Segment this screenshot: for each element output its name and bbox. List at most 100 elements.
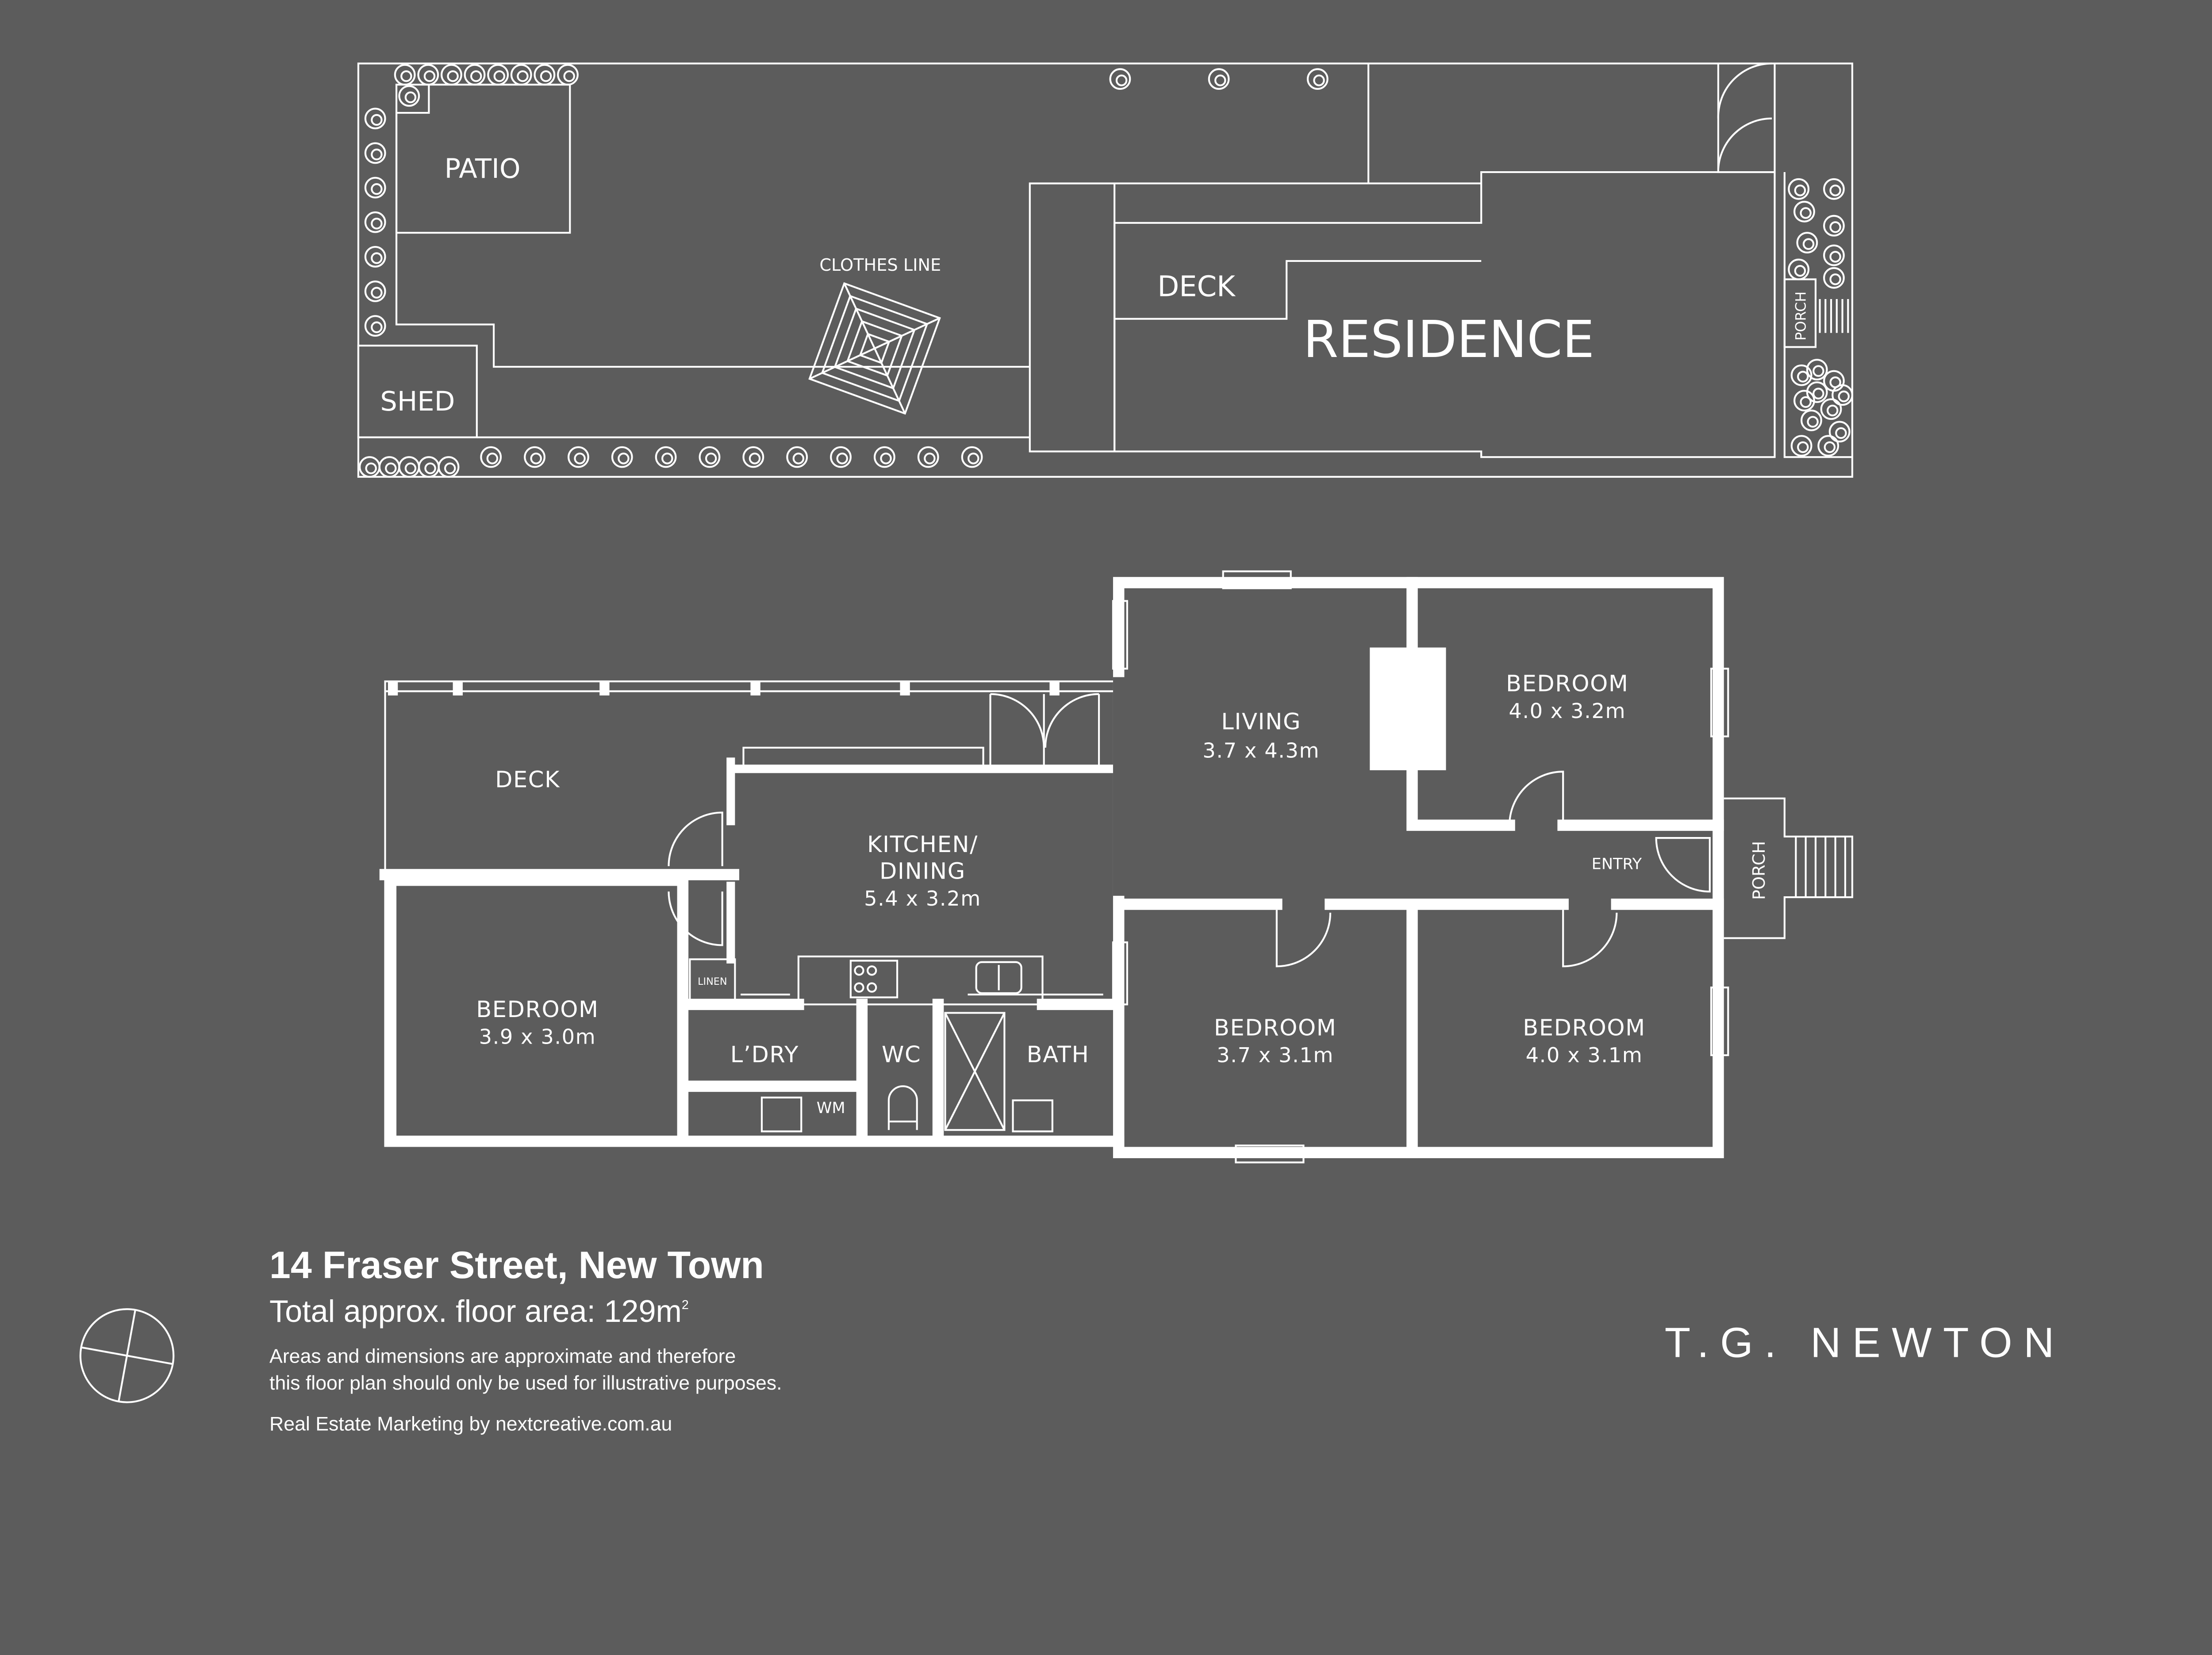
site-clothes-line-label: CLOTHES LINE (819, 255, 941, 275)
deck-post (599, 681, 610, 696)
double-door-icon (989, 693, 1100, 769)
clothes-line-ring (859, 333, 891, 364)
floor-plan-sheet: PATIO CLOTHES LINE DECK RESIDENCE SHED P… (79, 62, 2066, 1435)
tree-icon (1823, 267, 1845, 289)
brand-logo: T.G. NEWTON (1665, 1319, 2066, 1367)
stairs-icon (1795, 836, 1846, 898)
deck-post (1049, 681, 1060, 696)
tree-icon (830, 446, 852, 468)
deck-posts (388, 681, 1060, 696)
kitchen-label-1: KITCHEN/ (867, 832, 978, 858)
tree-icon (510, 64, 532, 86)
tree-icon (611, 446, 633, 468)
tree-icon (1823, 244, 1845, 266)
site-deck-label: DECK (1157, 271, 1236, 303)
deck-label: DECK (495, 767, 560, 793)
tree-icon (364, 280, 386, 302)
tree-icon (464, 64, 486, 86)
tree-icon (699, 446, 721, 468)
gate (1717, 63, 1776, 173)
porch-label: PORCH (1749, 841, 1769, 900)
bedroom-3-dimensions: 4.0 x 3.1m (1526, 1043, 1643, 1067)
tree-icon (873, 446, 895, 468)
kitchen-bench (797, 955, 1044, 1006)
shower-icon (944, 1012, 1006, 1131)
clothes-line-ring (821, 295, 929, 402)
bath-label: BATH (1027, 1042, 1090, 1068)
tree-icon (1788, 178, 1810, 200)
stairs-icon (1819, 299, 1849, 333)
tree-icon (1800, 409, 1822, 431)
tree-icon (364, 177, 386, 199)
tree-icon (359, 456, 380, 478)
window (1112, 600, 1128, 670)
site-shed-label: SHED (380, 386, 455, 417)
tree-icon (480, 446, 502, 468)
front-garden-edge (1783, 172, 1852, 458)
clothes-line-arms (809, 283, 941, 414)
clothes-line-ring (808, 282, 941, 415)
deck-post (388, 681, 398, 696)
tree-icon (961, 446, 983, 468)
tree-icon (786, 446, 808, 468)
tree-icon (398, 456, 420, 478)
compass-icon (79, 1308, 175, 1403)
tree-icon (364, 211, 386, 233)
tree-icon (438, 456, 460, 478)
tree-icon (742, 446, 764, 468)
deck-post (900, 681, 910, 696)
sink-icon (975, 961, 1022, 994)
laundry-label: L’DRY (730, 1042, 799, 1068)
clothes-line-icon (808, 282, 941, 415)
floor-area: Total approx. floor area: 129m2 (269, 1294, 689, 1329)
tree-icon (524, 446, 545, 468)
tree-icon (1306, 68, 1329, 90)
bedroom-3-label: BEDROOM (1523, 1015, 1645, 1041)
window (1112, 941, 1128, 1006)
kitchen-label-2: DINING (879, 859, 966, 885)
tree-icon (917, 446, 939, 468)
window (1235, 1144, 1305, 1163)
site-porch-label: PORCH (1793, 292, 1809, 341)
deck-post (750, 681, 760, 696)
tree-icon (1828, 421, 1851, 443)
shed-area (357, 345, 478, 438)
tree-icon (418, 456, 440, 478)
fence-line (1029, 63, 1482, 184)
gate-swing-icon (1717, 62, 1772, 169)
clothes-line-ring (846, 320, 903, 377)
garden-edge (395, 84, 1030, 368)
living-label: LIVING (1221, 709, 1301, 735)
wc-label: WC (882, 1042, 921, 1068)
kitchen-west-wall (726, 757, 1119, 964)
tree-icon (364, 315, 386, 337)
floor-plan: DECK KITCHEN/ DINING 5.4 x 3.2m LIVING 3… (379, 570, 1853, 1163)
bedroom-left-dimensions: 3.9 x 3.0m (479, 1025, 596, 1049)
tree-icon (568, 446, 589, 468)
toilet-icon (887, 1085, 918, 1130)
living-dimensions: 3.7 x 4.3m (1202, 738, 1320, 762)
floor-area-label: Total approx. floor area: 129m (269, 1294, 682, 1329)
deck-edge (1114, 260, 1482, 320)
tree-icon (1806, 381, 1828, 403)
residence-outline (1114, 171, 1776, 458)
tree-icon (1820, 398, 1842, 420)
chimney (1370, 647, 1446, 771)
kitchen-window (742, 746, 984, 772)
disclaimer-line-1: Areas and dimensions are approximate and… (269, 1345, 736, 1367)
window (1710, 668, 1729, 737)
shower-cross (944, 1012, 1006, 1131)
tree-icon (1109, 68, 1131, 90)
window (1222, 570, 1292, 589)
tree-icon (557, 64, 579, 86)
disclaimer-line-2: this floor plan should only be used for … (269, 1372, 782, 1394)
site-patio-label: PATIO (445, 154, 521, 184)
tree-icon (1793, 390, 1815, 412)
tree-icon (655, 446, 677, 468)
tree-icon (1208, 68, 1230, 90)
laundry-tub-icon (760, 1096, 803, 1133)
tree-icon (364, 108, 386, 130)
tree-icon (378, 456, 400, 478)
bedroom-1-label: BEDROOM (1506, 671, 1628, 697)
tree-icon (1823, 370, 1845, 392)
